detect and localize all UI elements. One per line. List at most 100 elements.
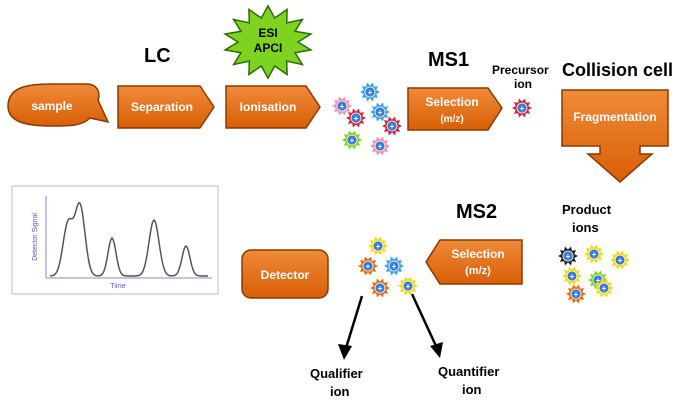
ion-charge-symbol: + <box>378 108 383 117</box>
product-ion: + <box>558 246 578 266</box>
ion-core <box>562 250 574 262</box>
precursor-label-ion: ion <box>514 77 532 91</box>
qualifier-arrow <box>338 295 364 360</box>
ion-core <box>614 254 626 266</box>
ion-charge-symbol: + <box>406 282 411 291</box>
sample-shape <box>7 83 110 127</box>
ion-core <box>364 86 376 98</box>
ionisation-shape <box>225 85 321 129</box>
ion-after-ionisation: + <box>332 96 352 116</box>
ionisation-text: Ionisation <box>240 100 297 114</box>
ion-charge-symbol: + <box>376 242 381 251</box>
lc-label: LC <box>144 45 171 67</box>
quantifier-arrow-head <box>430 342 443 358</box>
precursor-ion: + <box>512 98 532 118</box>
detector-box: Detector <box>241 249 329 299</box>
ion-source-burst: ESI APCI <box>223 4 313 80</box>
ion-charge-symbol: + <box>350 136 355 145</box>
ion-charge-symbol: + <box>596 276 601 285</box>
selection-ms1-shape <box>407 87 503 131</box>
selected-ion: + <box>370 278 390 298</box>
ion-charge-symbol: + <box>378 284 383 293</box>
sample-box: sample <box>7 83 110 127</box>
fragmentation-shape <box>561 89 669 183</box>
product-ion: + <box>566 284 586 304</box>
ion-after-ionisation: + <box>370 136 390 156</box>
selection-ms2-text: Selection <box>451 247 504 261</box>
ion-charge-symbol: + <box>368 88 373 97</box>
ion-charge-symbol: + <box>390 122 395 131</box>
ion-core <box>566 270 578 282</box>
selected-ion: + <box>384 256 404 276</box>
precursor-label: Precursor <box>492 63 549 77</box>
ion-charge-symbol: + <box>378 142 383 151</box>
burst-shape <box>223 4 313 80</box>
selected-ion: + <box>358 256 378 276</box>
quantifier-label-ion: ion <box>462 382 482 397</box>
ion-core <box>336 100 348 112</box>
ion-core <box>598 282 610 294</box>
chromatogram-y-label: Detector Signal <box>32 213 39 261</box>
fragmentation-text: Fragmentation <box>573 110 656 124</box>
esi-text: ESI <box>258 26 277 40</box>
product-ion: + <box>594 278 614 298</box>
detector-shape <box>241 249 329 299</box>
chromatogram-panel: Detector Signal Time <box>11 185 219 295</box>
quantifier-arrow <box>410 293 443 358</box>
product-ion: + <box>562 266 582 286</box>
ion-charge-symbol: + <box>520 104 525 113</box>
ion-core <box>374 140 386 152</box>
ion-after-ionisation: + <box>382 116 402 136</box>
separation-shape <box>117 85 215 129</box>
ion-charge-symbol: + <box>574 290 579 299</box>
ion-core <box>374 282 386 294</box>
qualifier-label-ion: ion <box>330 384 350 399</box>
product-label: Product <box>562 202 612 217</box>
ion-core <box>388 260 400 272</box>
quantifier-arrow-line <box>410 293 438 347</box>
product-ion: + <box>584 244 604 264</box>
selection-ms2-mz-text: (m/z) <box>465 265 491 277</box>
collision-cell-label: Collision cell <box>562 60 673 80</box>
ion-core <box>386 120 398 132</box>
ion-core <box>402 280 414 292</box>
ion-charge-symbol: + <box>592 250 597 259</box>
sample-text: sample <box>31 99 73 113</box>
ion-charge-symbol: + <box>602 284 607 293</box>
ion-core <box>570 288 582 300</box>
qualifier-arrow-head <box>338 344 352 360</box>
quantifier-label: Quantifier <box>438 364 499 379</box>
ion-core <box>588 248 600 260</box>
selection-ms1-mz-text: (m/z) <box>440 114 463 125</box>
selected-ion: + <box>398 276 418 296</box>
ion-charge-symbol: + <box>618 256 623 265</box>
separation-text: Separation <box>131 100 193 114</box>
selection-ms1-text: Selection <box>425 95 478 109</box>
selected-ion: + <box>368 236 388 256</box>
ion-core <box>350 112 362 124</box>
ms2-label: MS2 <box>456 201 497 223</box>
qualifier-label: Qualifier <box>310 366 363 381</box>
ionisation-box: Ionisation <box>225 85 321 129</box>
ion-clusters: ++++++++++++++++++++ <box>332 82 630 304</box>
ion-charge-symbol: + <box>340 102 345 111</box>
ion-charge-symbol: + <box>570 272 575 281</box>
fragmentation-box: Fragmentation <box>561 89 669 183</box>
ion-after-ionisation: + <box>360 82 380 102</box>
ion-core <box>372 240 384 252</box>
ion-core <box>374 106 386 118</box>
ms1-label: MS1 <box>428 49 469 71</box>
ion-charge-symbol: + <box>354 114 359 123</box>
ion-after-ionisation: + <box>346 108 366 128</box>
chromatogram-x-label: Time <box>110 283 125 290</box>
ion-core <box>362 260 374 272</box>
ion-core <box>516 102 528 114</box>
selection-ms2-shape <box>425 239 523 285</box>
detector-text: Detector <box>261 268 310 282</box>
ion-charge-symbol: + <box>366 262 371 271</box>
chromatogram-trace <box>49 201 208 277</box>
separation-box: Separation <box>117 85 215 129</box>
ion-charge-symbol: + <box>566 252 571 261</box>
selection-ms1-box: Selection (m/z) <box>407 87 503 131</box>
